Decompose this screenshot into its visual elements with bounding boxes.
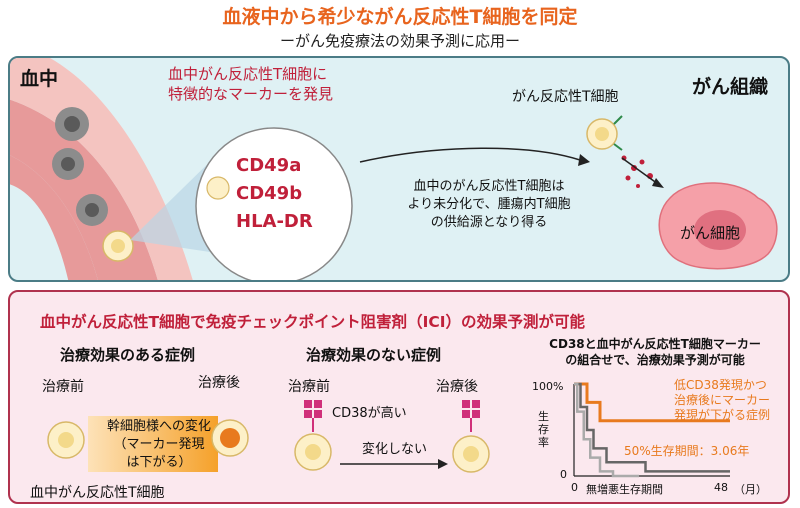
km-legend-line2: 治療後にマーカー <box>674 393 771 407</box>
km-legend: 低CD38発現かつ 治療後にマーカー 発現が下がる症例 <box>674 378 770 423</box>
km-chart <box>573 382 730 478</box>
tcell-caption: 血中がん反応性T細胞 <box>30 485 165 501</box>
km-series-1 <box>574 382 730 473</box>
km-xtick-0: 0 <box>571 481 578 494</box>
km-series-2 <box>574 382 639 478</box>
km-legend-line1: 低CD38発現かつ <box>674 378 767 392</box>
desc-line3: の供給源となり得る <box>430 215 548 230</box>
km-ylabel: 生存率 <box>538 410 549 449</box>
nonresponder-title: 治療効果のない症例 <box>306 346 442 364</box>
change-line1: 幹細胞様への変化 <box>106 419 211 434</box>
km-ytick-0: 0 <box>560 468 567 481</box>
stem-like-change-note: 幹細胞様への変化 （マーカー発現 は下がる） <box>84 418 234 472</box>
marker-note: 血中がん反応性T細胞に 特徴的なマーカーを発見 <box>168 64 333 104</box>
marker-cd49a: CD49a <box>236 155 302 176</box>
nonresponder-before-label: 治療前 <box>288 379 330 395</box>
cd38-high-label: CD38が高い <box>332 406 407 421</box>
desc-line1: 血中のがん反応性T細胞は <box>413 179 565 194</box>
blood-vessel-illustration <box>10 58 778 280</box>
nonresponder-after-label: 治療後 <box>436 379 478 395</box>
km-median-survival: 50%生存期間：3.06年 <box>624 444 750 458</box>
change-line3: は下がる） <box>126 455 192 470</box>
marker-note-line1: 血中がん反応性T細胞に <box>168 65 328 83</box>
desc-line2: より未分化で、腫瘍内T細胞 <box>407 197 571 212</box>
ici-headline: 血中がん反応性T細胞で免疫チェックポイント阻害剤（ICI）の効果予測が可能 <box>40 313 585 331</box>
responder-before-label: 治療前 <box>42 379 84 395</box>
km-title-line2: の組合せで、治療効果予測が可能 <box>565 353 745 367</box>
ici-prediction-panel: 血中がん反応性T細胞で免疫チェックポイント阻害剤（ICI）の効果予測が可能 治療… <box>8 290 790 504</box>
change-line2: （マーカー発現 <box>113 437 205 452</box>
blood-label: 血中 <box>20 68 59 90</box>
km-legend-line3: 発現が下がる症例 <box>674 408 771 422</box>
km-ytick-100: 100% <box>532 380 564 393</box>
marker-cd49b: CD49b <box>236 183 303 204</box>
marker-note-line2: 特徴的なマーカーを発見 <box>168 85 334 103</box>
marker-hla-dr: HLA-DR <box>236 211 313 232</box>
km-title-line1: CD38と血中がん反応性T細胞マーカー <box>549 337 761 351</box>
tissue-label: がん組織 <box>692 76 769 98</box>
tissue-tcell-label: がん反応性T細胞 <box>512 89 619 105</box>
treatment-illustration <box>47 400 490 473</box>
page-subtitle: ーがん免疫療法の効果予測に応用ー <box>279 32 520 50</box>
cancer-cell-label: がん細胞 <box>680 224 741 242</box>
km-title: CD38と血中がん反応性T細胞マーカー の組合せで、治療効果予測が可能 <box>524 336 786 368</box>
responder-after-label: 治療後 <box>198 375 240 391</box>
marker-list: CD49a CD49b HLA-DR <box>236 152 313 236</box>
km-series-0 <box>574 382 730 423</box>
page-title: 血液中から希少ながん反応性T細胞を同定 <box>222 6 578 28</box>
km-xlabel: 無増悪生存期間 <box>586 483 663 496</box>
km-xtick-48: 48 <box>714 481 728 494</box>
responder-title: 治療効果のある症例 <box>60 346 196 364</box>
km-x-unit: （月） <box>734 483 767 496</box>
no-change-label: 変化しない <box>362 442 428 457</box>
blood-tissue-panel: 血中 血中がん反応性T細胞に 特徴的なマーカーを発見 CD49a CD49b H… <box>8 56 790 282</box>
tcell-description: 血中のがん反応性T細胞は より未分化で、腫瘍内T細胞 の供給源となり得る <box>374 178 604 232</box>
